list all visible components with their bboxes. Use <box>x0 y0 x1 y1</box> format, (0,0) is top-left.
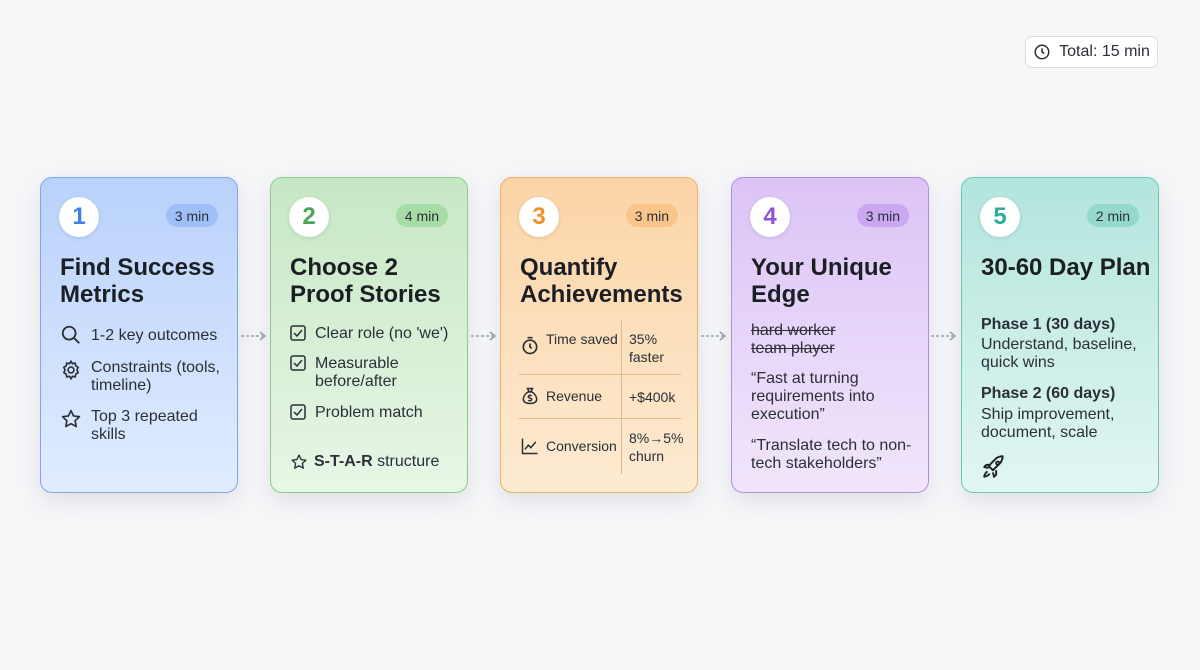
total-time-label: Total: 15 min <box>1059 43 1150 60</box>
star-structure-text: structure <box>372 453 440 470</box>
trend-chart-icon <box>521 438 538 455</box>
step-title: Your Unique Edge <box>751 254 892 308</box>
step-number: 5 <box>980 197 1020 237</box>
list-item-text: Top 3 repeated skills <box>91 408 198 443</box>
checkbox-icon <box>290 404 306 420</box>
metric-label: Conversion <box>546 438 617 454</box>
money-bag-icon <box>522 387 538 405</box>
list-item: Constraints (tools, timeline) <box>60 359 220 395</box>
phase-text: Understand, baseline, quick wins <box>981 336 1137 371</box>
table-divider <box>621 320 622 474</box>
star-icon <box>61 409 81 428</box>
step-number: 1 <box>59 197 99 237</box>
struck-trait: team player <box>751 340 835 357</box>
step-title: Find Success Metrics <box>60 254 215 308</box>
gear-icon <box>62 359 80 381</box>
step-time-badge: 4 min <box>395 204 448 227</box>
metric-value: 8%→5% churn <box>629 430 684 464</box>
phase-text: Ship improvement, document, scale <box>981 406 1115 441</box>
table-divider <box>519 418 681 419</box>
struck-trait: hard worker <box>751 322 836 339</box>
step-title: Choose 2 Proof Stories <box>290 254 441 308</box>
metric-label: Time saved <box>546 331 618 347</box>
step-number: 3 <box>519 197 559 237</box>
star-structure-note: S-T-A-R structure <box>290 453 439 471</box>
edge-quote: “Translate tech to non-tech stakeholders… <box>751 437 912 472</box>
step-card-5: 5 2 min 30-60 Day Plan Phase 1 (30 days)… <box>961 177 1159 493</box>
metric-value: +$400k <box>629 389 676 405</box>
table-row: Time saved <box>520 330 620 356</box>
step-card-3: 3 3 min Quantify Achievements Time saved… <box>500 177 698 493</box>
list-item-text: Constraints (tools, timeline) <box>91 359 220 394</box>
step-time-badge: 3 min <box>625 204 678 227</box>
step-card-4: 4 3 min Your Unique Edge hard worker tea… <box>731 177 929 493</box>
step-time-badge: 3 min <box>856 204 909 227</box>
list-item: Problem match <box>290 404 423 422</box>
list-item-text: Clear role (no 'we') <box>315 325 449 342</box>
list-item-text: Problem match <box>315 404 423 421</box>
star-icon <box>291 454 307 469</box>
list-item: Measurable before/after <box>290 355 440 391</box>
phase-title: Phase 1 (30 days) <box>981 316 1116 333</box>
phase-title: Phase 2 (60 days) <box>981 385 1116 402</box>
arrow-right-icon <box>471 331 497 341</box>
total-time-badge: Total: 15 min <box>1025 36 1158 68</box>
list-item: 1-2 key outcomes <box>60 324 217 346</box>
step-title: Quantify Achievements <box>520 254 683 308</box>
rocket-icon <box>983 455 1004 478</box>
step-time-badge: 2 min <box>1086 204 1139 227</box>
metric-value: 35% faster <box>629 331 665 365</box>
list-item-text: 1-2 key outcomes <box>91 327 218 344</box>
stopwatch-icon <box>522 336 538 355</box>
checkbox-icon <box>290 325 306 341</box>
checkbox-icon <box>290 355 306 371</box>
step-number: 4 <box>750 197 790 237</box>
clock-icon <box>1034 44 1050 60</box>
list-item: Top 3 repeated skills <box>60 408 220 444</box>
step-number: 2 <box>289 197 329 237</box>
edge-quote: “Fast at turning requirements into execu… <box>751 370 875 423</box>
step-title: 30-60 Day Plan <box>981 254 1151 281</box>
star-acronym: S-T-A-R <box>314 453 373 470</box>
list-item: Clear role (no 'we') <box>290 325 448 343</box>
step-time-badge: 3 min <box>165 204 218 227</box>
metric-label: Revenue <box>546 388 603 404</box>
arrow-right-icon <box>241 331 267 341</box>
list-item-text: Measurable before/after <box>315 355 399 390</box>
table-divider <box>519 374 681 375</box>
search-icon <box>61 325 80 344</box>
arrow-right-icon <box>701 331 727 341</box>
arrow-right-icon <box>931 331 957 341</box>
step-card-1: 1 3 min Find Success Metrics 1-2 key out… <box>40 177 238 493</box>
step-card-2: 2 4 min Choose 2 Proof Stories Clear rol… <box>270 177 468 493</box>
table-row: Revenue <box>520 386 602 406</box>
table-row: Conversion <box>520 436 617 456</box>
